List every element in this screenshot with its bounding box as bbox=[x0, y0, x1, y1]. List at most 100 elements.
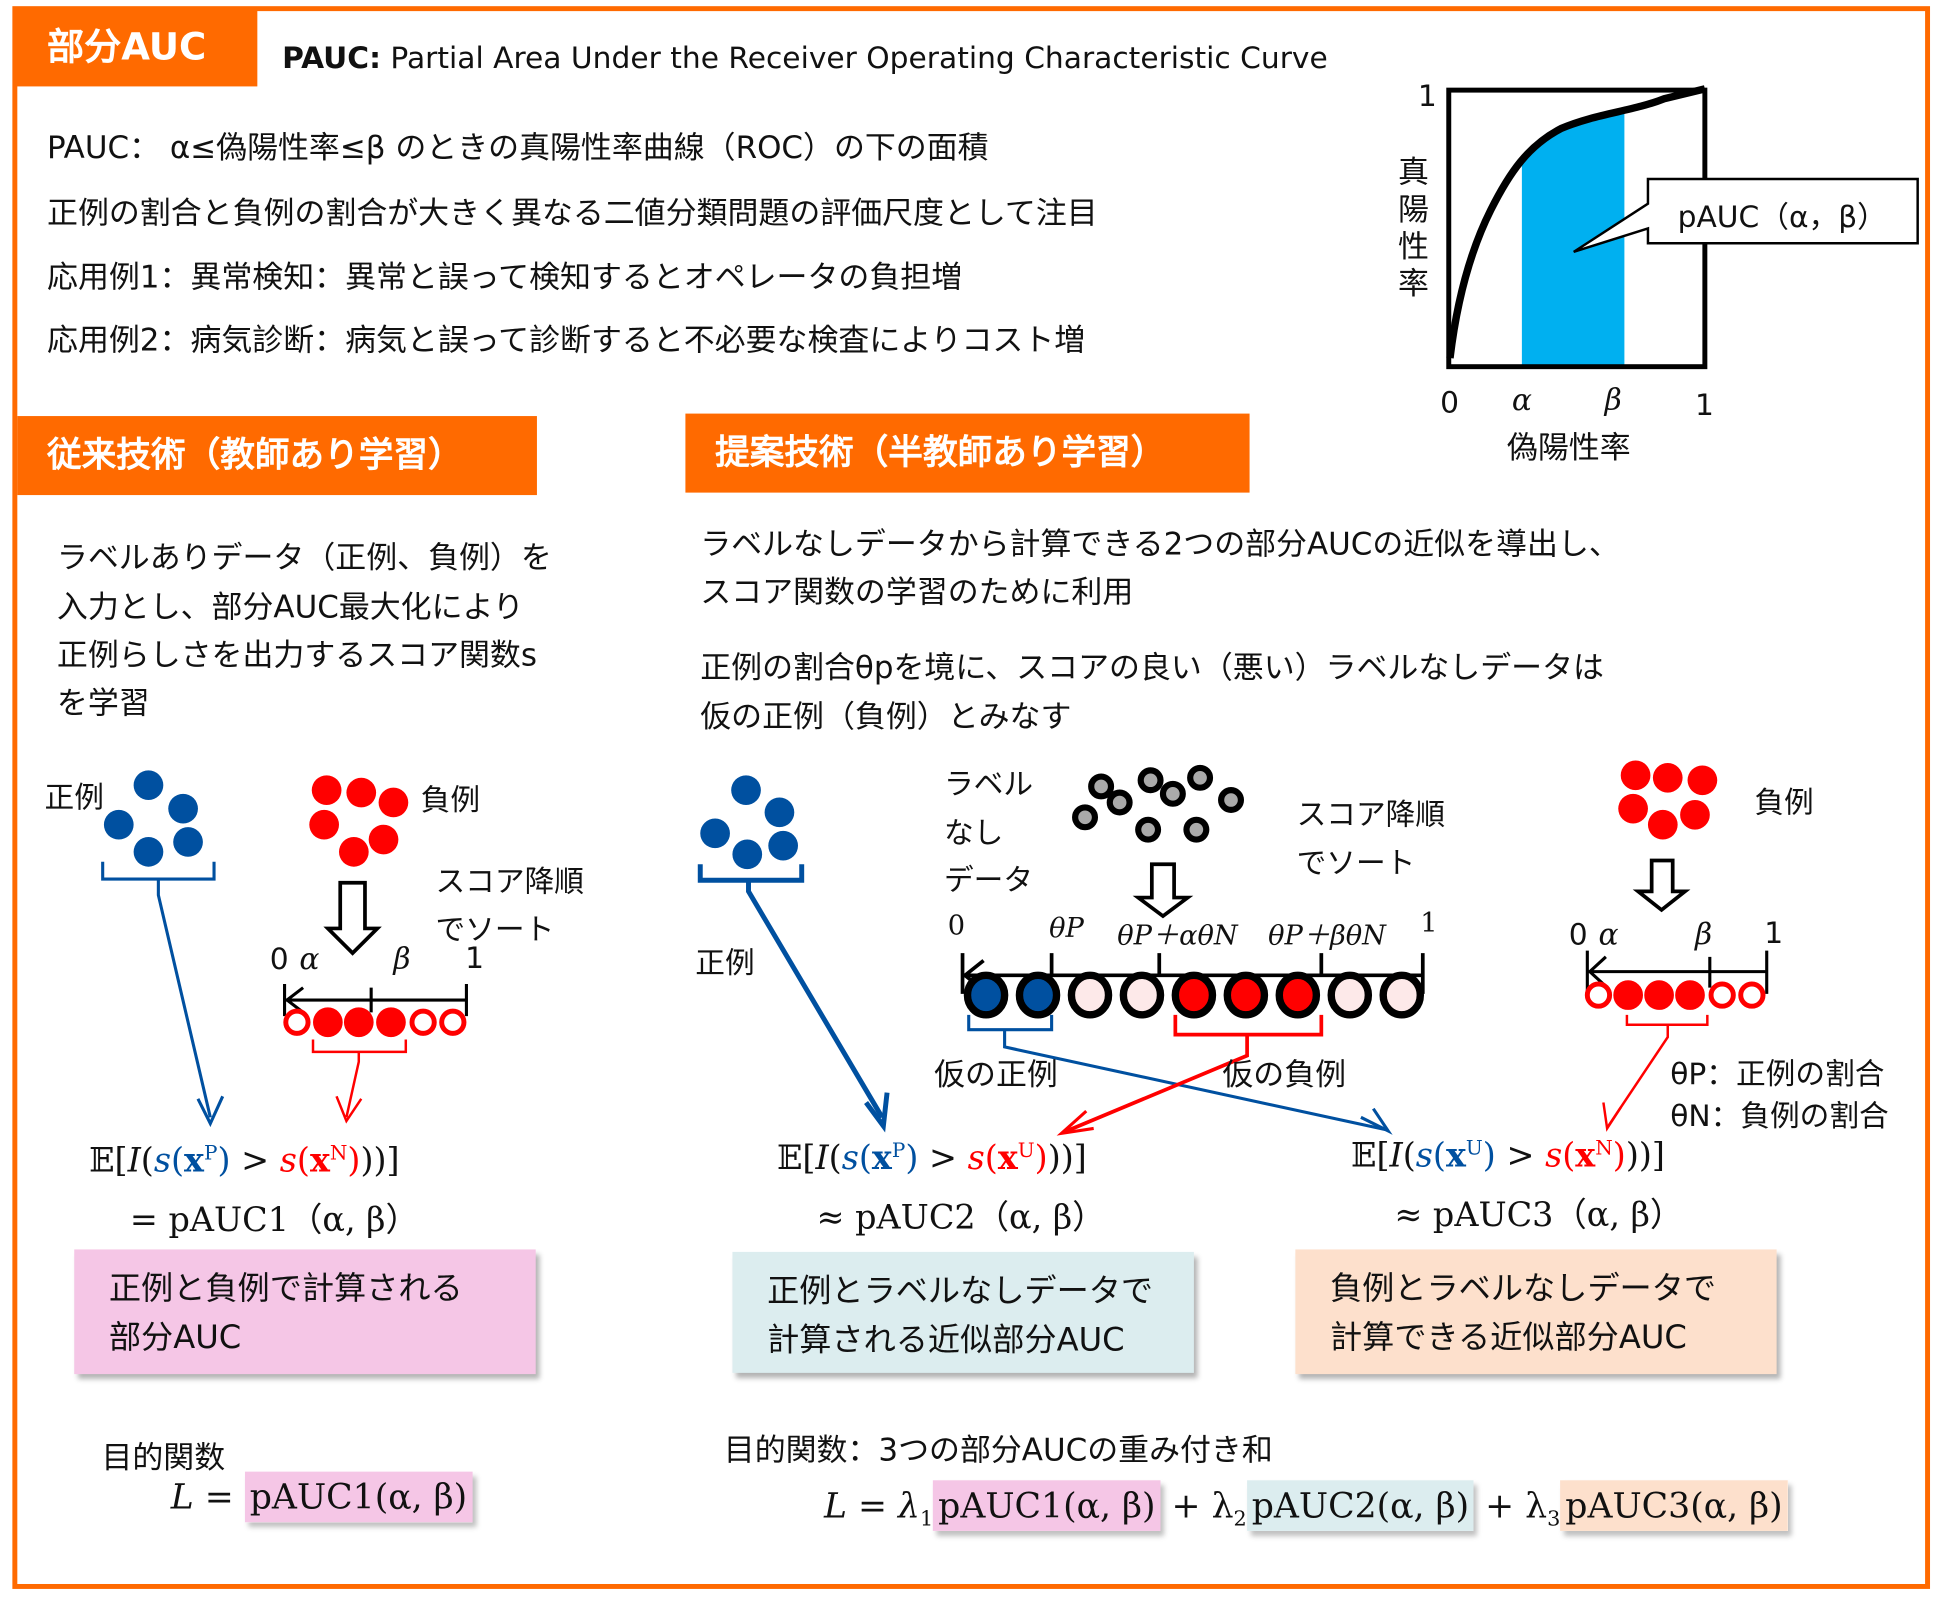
left-sort-arrow bbox=[323, 880, 382, 956]
right-axis-label: 0 bbox=[1568, 917, 1588, 952]
left-positive-label: 正例 bbox=[44, 780, 104, 815]
right-negative-bracket bbox=[1607, 1014, 1709, 1127]
x-var: x bbox=[997, 1139, 1018, 1178]
objective-L: L = bbox=[170, 1476, 234, 1518]
score-fn: s bbox=[1545, 1137, 1563, 1176]
lambda-index: 1 bbox=[919, 1505, 934, 1531]
sorted-circle-blue bbox=[1015, 971, 1061, 1019]
score-fn: s bbox=[967, 1139, 985, 1178]
title-badge: 部分AUC bbox=[14, 9, 258, 87]
unlabeled-label: ラベル bbox=[943, 766, 1034, 802]
pseudo-negative-label: 仮の負例 bbox=[1222, 1056, 1347, 1093]
roc-x-tick: α bbox=[1511, 382, 1532, 418]
x-sup: N bbox=[329, 1140, 348, 1165]
left-axis-label: 0 bbox=[269, 941, 289, 977]
score-fn: s bbox=[1415, 1137, 1433, 1176]
mid-axis-label: θP＋αθN bbox=[1117, 921, 1238, 952]
expectation-symbol: 𝔼[ bbox=[776, 1139, 816, 1178]
right-sorted-circles bbox=[1584, 980, 1766, 1010]
gt-symbol: > bbox=[241, 1142, 270, 1181]
lambda-index: 2 bbox=[1233, 1505, 1247, 1531]
score-fn: s bbox=[279, 1142, 297, 1181]
mid-sort-label: スコア降順 bbox=[1296, 797, 1446, 833]
lambda-index: 3 bbox=[1547, 1505, 1561, 1531]
objective-term-pauc3: pAUC3(α, β) bbox=[1560, 1480, 1788, 1531]
objective-L: L = λ bbox=[823, 1485, 920, 1526]
right-desc-line: スコア関数の学習のために利用 bbox=[700, 574, 1134, 610]
unlabeled-dots bbox=[1072, 764, 1245, 843]
unlabeled-label: なし bbox=[943, 816, 1004, 851]
pauc3-description-box: 負例とラベルなしデータで 計算できる近似部分AUC bbox=[1295, 1249, 1777, 1375]
roc-y-top: 1 bbox=[1417, 79, 1437, 114]
pseudo-positive-arrowhead bbox=[1360, 1107, 1393, 1135]
slide-frame bbox=[12, 6, 1931, 1589]
mid-sort-arrow bbox=[1132, 862, 1194, 919]
left-desc-line: 入力とし、部分AUC最大化により bbox=[56, 588, 524, 625]
roc-x-tick: 0 bbox=[1440, 385, 1460, 420]
right-axis-label: α bbox=[1598, 917, 1619, 952]
right-sort-arrow bbox=[1632, 858, 1691, 913]
intro-line: 応用例1：異常検知：異常と誤って検知するとオペレータの負担増 bbox=[47, 259, 963, 296]
sorted-circle-red bbox=[1223, 971, 1269, 1019]
plus-lambda: + λ bbox=[1171, 1485, 1234, 1526]
left-objective-label: 目的関数 bbox=[101, 1439, 226, 1476]
formula-pauc1: 𝔼[I(s(xP) > s(xN)))] bbox=[89, 1140, 400, 1181]
left-negative-dots bbox=[309, 775, 409, 867]
mid-axis-label: 1 bbox=[1420, 908, 1438, 940]
left-axis-label: 1 bbox=[465, 940, 485, 976]
legend-theta-p: θP：正例の割合 bbox=[1670, 1056, 1885, 1092]
box-line: 正例と負例で計算される bbox=[108, 1270, 463, 1308]
right-objective-label: 目的関数：3つの部分AUCの重み付き和 bbox=[723, 1432, 1273, 1468]
indicator: I bbox=[815, 1139, 829, 1178]
indicator: I bbox=[127, 1142, 141, 1181]
left-sort-label: でソート bbox=[435, 912, 555, 947]
left-axis-label: β bbox=[393, 941, 411, 977]
roc-above-curve bbox=[1449, 88, 1705, 366]
left-sort-label: スコア降順 bbox=[435, 864, 584, 899]
formula-close: ))] bbox=[1625, 1137, 1665, 1176]
pauc-callout bbox=[1573, 177, 1919, 254]
pseudo-negative-bracket bbox=[1063, 1014, 1324, 1134]
roc-xlabel: 偽陽性率 bbox=[1506, 429, 1631, 466]
left-desc-line: ラベルありデータ（正例、負例）を bbox=[56, 539, 552, 576]
box-line: 負例とラベルなしデータで bbox=[1329, 1270, 1717, 1308]
expectation-symbol: 𝔼[ bbox=[89, 1142, 128, 1181]
left-axis bbox=[283, 983, 468, 1017]
sorted-circle-red bbox=[1171, 971, 1217, 1019]
right-negative-label: 負例 bbox=[1754, 785, 1814, 820]
x-var: x bbox=[184, 1142, 204, 1181]
intro-line: 正例の割合と負例の割合が大きく異なる二値分類問題の評価尺度として注目 bbox=[47, 195, 1098, 231]
formula-close: ))] bbox=[360, 1142, 400, 1181]
mid-sorted-circles bbox=[963, 971, 1425, 1019]
subtitle-abbr: PAUC: bbox=[282, 40, 381, 76]
right-negative-arrowhead bbox=[1602, 1102, 1622, 1132]
objective-term-pauc1: pAUC1(α, β) bbox=[933, 1480, 1161, 1531]
x-sup: U bbox=[1465, 1135, 1483, 1160]
formula-pauc2: 𝔼[I(s(xP) > s(xU)))] bbox=[776, 1138, 1087, 1178]
gt-symbol: > bbox=[1506, 1137, 1535, 1176]
right-desc-line: ラベルなしデータから計算できる2つの部分AUCの近似を導出し、 bbox=[700, 525, 1620, 562]
left-negative-arrowhead bbox=[335, 1095, 363, 1124]
section-title-proposed: 提案技術（半教師あり学習） bbox=[685, 413, 1250, 493]
mid-axis-label: 0 bbox=[947, 911, 966, 942]
pauc-callout-label: pAUC（α，β） bbox=[1677, 200, 1887, 235]
left-positive-dots bbox=[103, 770, 203, 867]
indicator: I bbox=[1389, 1137, 1403, 1176]
right-axis-label: 1 bbox=[1764, 916, 1784, 951]
left-negative-bracket bbox=[311, 1039, 408, 1118]
right-desc-line: 正例の割合θpを境に、スコアの良い（悪い）ラベルなしデータは bbox=[700, 649, 1604, 686]
pauc1-description-box: 正例と負例で計算される 部分AUC bbox=[74, 1249, 536, 1375]
formula-pauc1-eq: = pAUC1（α, β） bbox=[129, 1201, 419, 1240]
left-objective-formula: L = pAUC1(α, β) bbox=[170, 1471, 473, 1523]
plus-lambda: + λ bbox=[1485, 1485, 1548, 1526]
box-line: 正例とラベルなしデータで bbox=[767, 1272, 1154, 1310]
x-sup: P bbox=[203, 1140, 218, 1165]
objective-term-pauc1: pAUC1(α, β) bbox=[244, 1471, 473, 1523]
mid-positive-arrowhead bbox=[864, 1092, 890, 1133]
mid-sort-label: でソート bbox=[1296, 845, 1416, 881]
mid-axis-label: θP＋βθN bbox=[1268, 921, 1386, 952]
right-axis bbox=[1585, 950, 1769, 994]
